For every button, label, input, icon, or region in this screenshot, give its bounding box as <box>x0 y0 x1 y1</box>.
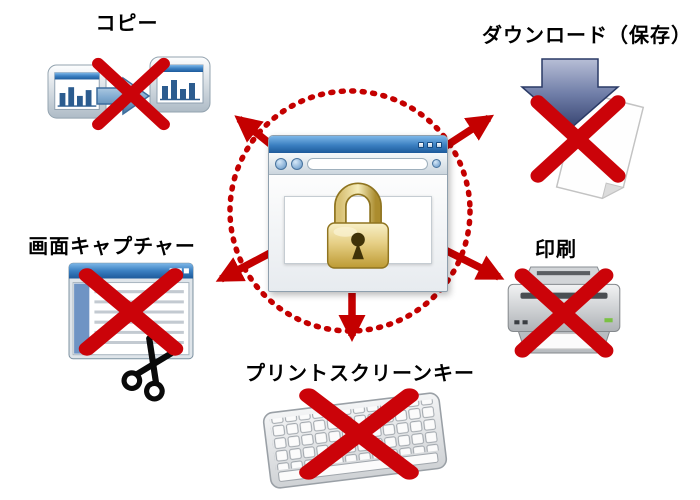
print-screen-label: プリントスクリーンキー <box>245 361 475 385</box>
protected-browser-window <box>268 135 448 292</box>
maximize-icon <box>427 141 433 148</box>
print-screen-prohibited-x-icon <box>296 386 422 482</box>
scissors-icon <box>121 335 179 402</box>
print-prohibited-x-icon <box>512 266 616 360</box>
arrow-to-screen-capture <box>215 247 276 283</box>
copy-prohibited-x-icon <box>90 56 172 132</box>
forward-icon <box>291 157 303 170</box>
download-arrow-icon <box>520 58 620 130</box>
arrow-to-print <box>439 244 505 281</box>
minimize-icon <box>418 141 424 148</box>
padlock-icon <box>326 182 390 269</box>
bar-chart-document-copy-icon <box>149 56 211 113</box>
printer-led-icon <box>604 318 613 323</box>
search-icon <box>432 159 441 168</box>
copy-label: コピー <box>95 11 159 35</box>
print-label: 印刷 <box>535 237 577 261</box>
back-icon <box>275 157 287 170</box>
download-prohibited-x-icon <box>528 93 628 185</box>
close-icon <box>436 141 442 148</box>
screen-capture-prohibited-group <box>66 260 211 402</box>
browser-toolbar <box>269 153 447 175</box>
print-screen-prohibited-group <box>260 384 450 496</box>
copy-prohibited-group <box>44 54 219 134</box>
screen-capture-label: 画面キャプチャー <box>28 234 196 258</box>
bar-chart-document-icon <box>47 64 107 119</box>
browser-content <box>269 175 447 291</box>
download-label: ダウンロード（保存） <box>482 23 692 47</box>
screen-capture-prohibited-x-icon <box>76 266 186 358</box>
browser-titlebar <box>269 136 447 153</box>
print-prohibited-group <box>500 258 628 366</box>
address-bar <box>307 157 428 170</box>
download-prohibited-group <box>512 48 672 210</box>
